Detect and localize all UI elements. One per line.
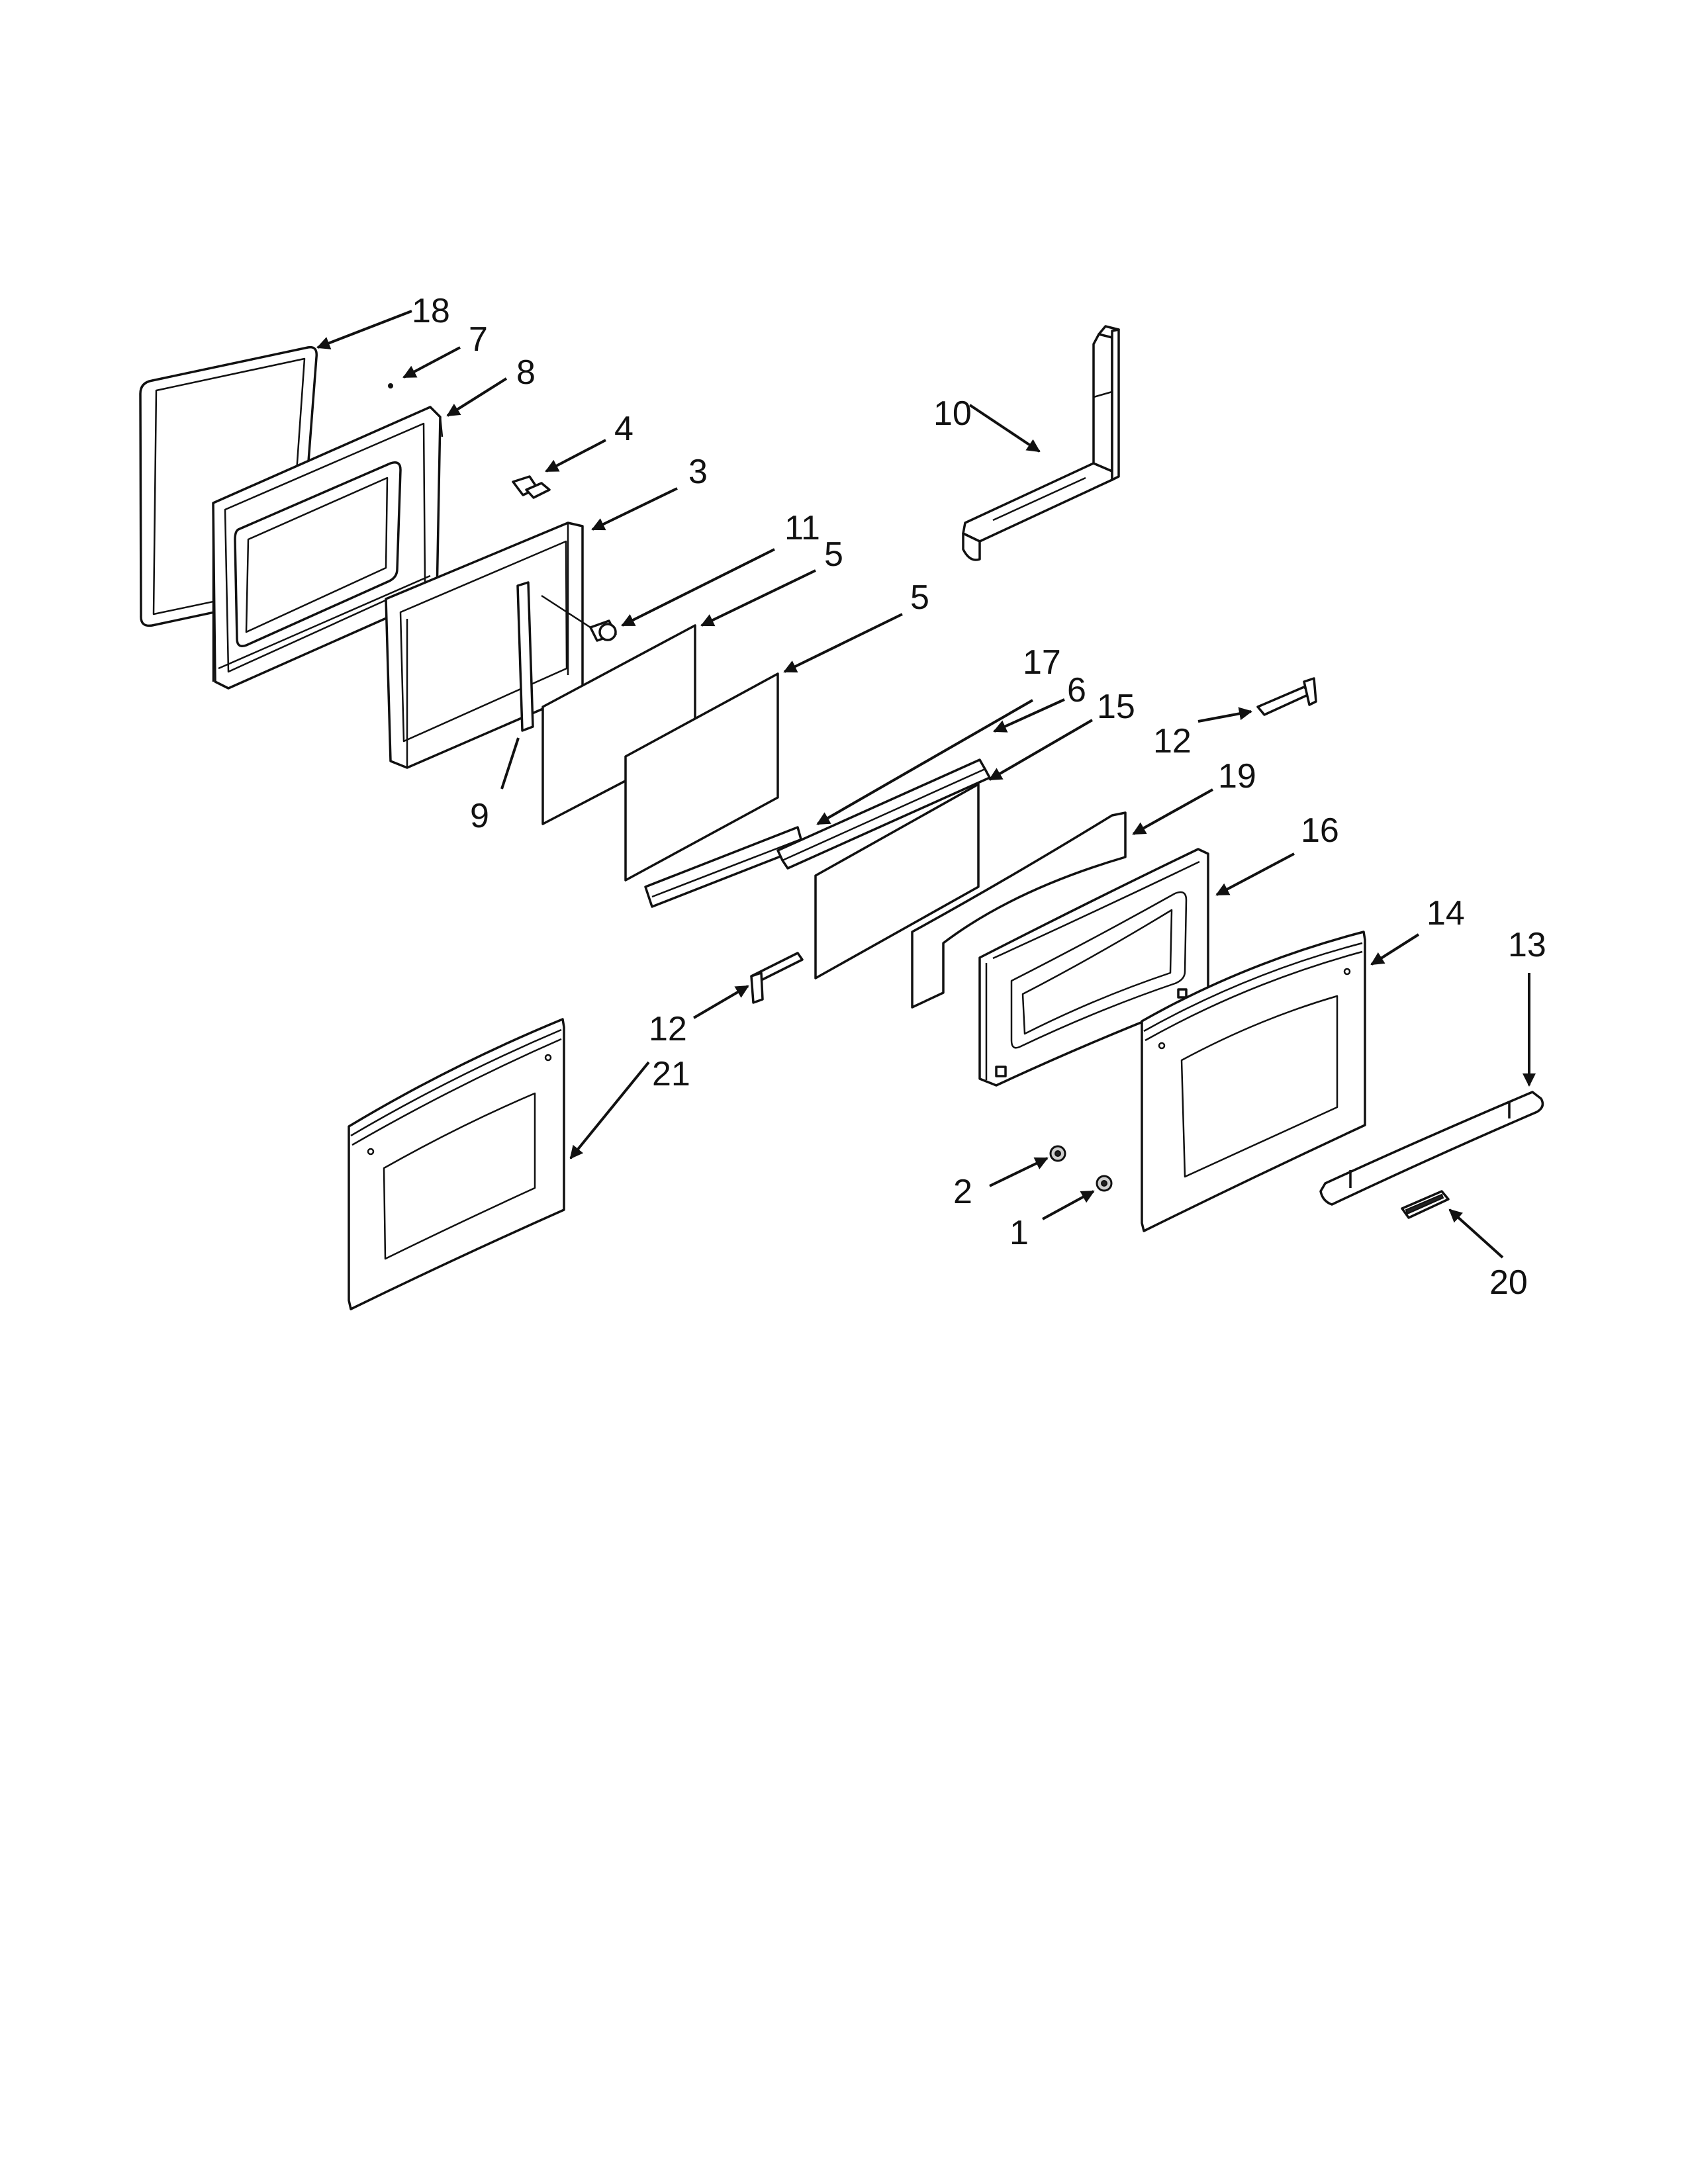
part-14-outer-door-panel (1141, 931, 1366, 1232)
leader-12b (692, 985, 749, 1019)
part-7-screw (388, 383, 393, 388)
part-19-shield (911, 811, 1127, 1009)
callout-10: 10 (933, 394, 972, 433)
callout-labels: 18 7 8 4 3 11 5 5 10 17 6 15 12 19 16 14… (412, 292, 1546, 1302)
leader-6 (993, 698, 1065, 733)
part-5-glass-outer (624, 672, 779, 882)
part-4-hinge-screw (512, 475, 551, 499)
part-8-inner-door-frame (212, 406, 444, 690)
leader-16 (1215, 852, 1295, 896)
part-9-channel (516, 581, 534, 732)
callout-3: 3 (688, 453, 708, 491)
part-15-glass (814, 783, 980, 979)
part-20-handle-trim (1401, 1190, 1450, 1219)
leader-14 (1370, 933, 1420, 966)
callout-18: 18 (412, 292, 450, 330)
leader-lines (316, 310, 1536, 1259)
callout-7: 7 (469, 320, 488, 359)
callout-16: 16 (1301, 811, 1339, 850)
callout-19: 19 (1218, 757, 1256, 796)
callout-12-upper: 12 (1153, 722, 1192, 760)
callout-21: 21 (652, 1055, 690, 1093)
leader-10 (968, 404, 1041, 453)
part-16-door-frame (978, 848, 1209, 1087)
callout-9: 9 (470, 797, 489, 835)
leader-7 (402, 346, 461, 379)
part-12-bracket-lower (750, 952, 804, 1004)
callout-5a: 5 (824, 535, 843, 574)
leader-20 (1448, 1208, 1504, 1259)
part-10-vent-duct (962, 325, 1120, 561)
part-21-outer-door-panel (348, 1018, 565, 1310)
callout-2: 2 (953, 1173, 972, 1211)
callout-6: 6 (1067, 671, 1086, 709)
leader-8 (446, 377, 508, 417)
callout-8: 8 (516, 353, 536, 392)
leader-9 (500, 737, 520, 790)
callout-12-lower: 12 (649, 1010, 687, 1048)
leader-4 (545, 439, 606, 473)
leader-21 (569, 1061, 650, 1160)
leader-15 (988, 719, 1094, 781)
leader-5a (700, 569, 816, 627)
leader-1 (1042, 1190, 1095, 1220)
leader-3 (591, 487, 678, 531)
callout-4: 4 (614, 410, 633, 448)
part-11-hinge-bolt (541, 594, 617, 642)
leader-18 (316, 310, 412, 349)
leader-2 (989, 1157, 1049, 1187)
callout-20: 20 (1489, 1263, 1528, 1302)
callout-17: 17 (1023, 643, 1061, 682)
leader-5b (783, 613, 903, 673)
leader-19 (1132, 788, 1213, 835)
callout-13: 13 (1508, 926, 1546, 964)
part-2-washer (1049, 1145, 1066, 1162)
callout-14: 14 (1427, 894, 1465, 933)
callout-1: 1 (1009, 1214, 1029, 1252)
leader-12a (1197, 707, 1252, 723)
leader-11 (621, 548, 775, 627)
callout-11: 11 (784, 509, 820, 547)
part-12-bracket-upper (1256, 677, 1317, 716)
part-1-washer (1096, 1175, 1113, 1192)
callout-5b: 5 (910, 578, 929, 617)
part-13-door-handle (1319, 1091, 1544, 1206)
callout-15: 15 (1097, 688, 1135, 726)
